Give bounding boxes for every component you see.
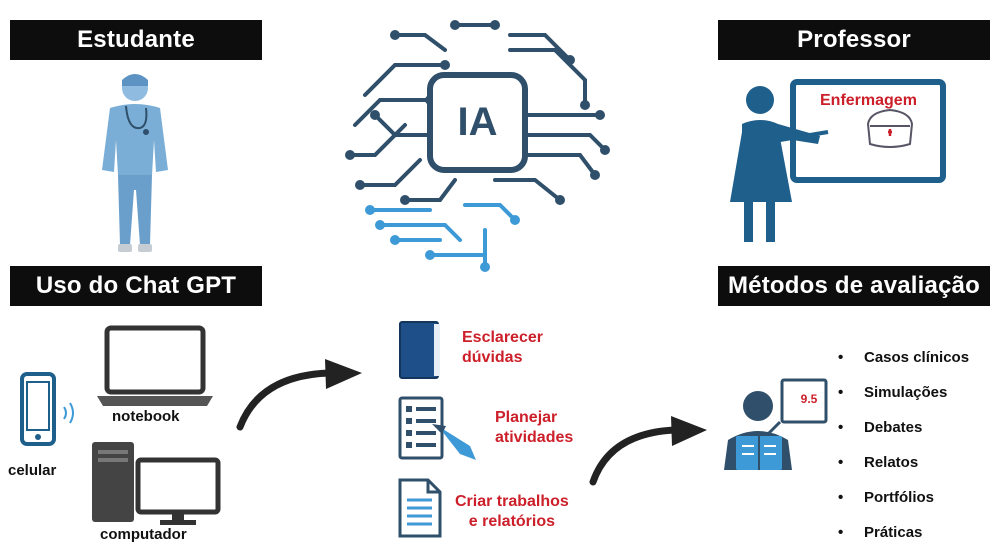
- method-label: Relatos: [864, 454, 919, 471]
- phone-label: celular: [8, 462, 57, 479]
- teacher-icon: [730, 79, 946, 242]
- header-evaluation-methods: Métodos de avaliação: [718, 266, 990, 306]
- arrow-right-icon: [236, 359, 362, 431]
- method-label: Debates: [864, 419, 923, 436]
- header-teacher: Professor: [718, 20, 990, 60]
- action-plan-activities: Planejar atividades: [495, 408, 573, 448]
- ai-chip-label: IA: [457, 100, 498, 144]
- ai-brain-icon: [345, 20, 610, 272]
- method-label: Portfólios: [864, 489, 934, 506]
- document-icon: [398, 478, 442, 538]
- arrow-right-icon: [589, 416, 707, 486]
- header-chatgpt-use: Uso do Chat GPT: [10, 266, 262, 306]
- notebook-icon: [97, 325, 213, 406]
- action-line: Planejar: [495, 409, 558, 426]
- list-item: •Práticas: [838, 524, 923, 541]
- list-item: •Portfólios: [838, 489, 934, 506]
- list-item: •Relatos: [838, 454, 919, 471]
- action-create-reports: Criar trabalhos e relatórios: [455, 492, 569, 532]
- action-line: Esclarecer: [462, 329, 543, 346]
- computer-icon: [92, 442, 221, 525]
- list-item: •Simulações: [838, 384, 948, 401]
- action-line: Criar trabalhos: [455, 493, 569, 510]
- list-item: •Debates: [838, 419, 923, 436]
- computer-label: computador: [100, 526, 187, 543]
- phone-icon: [20, 372, 74, 446]
- board-label: Enfermagem: [820, 92, 917, 109]
- list-item: •Casos clínicos: [838, 349, 970, 366]
- notebook-label: notebook: [112, 408, 180, 425]
- planning-icon: [398, 396, 476, 460]
- method-label: Práticas: [864, 524, 923, 541]
- book-icon: [399, 321, 440, 379]
- method-label: Casos clínicos: [864, 349, 970, 366]
- grade-value: 9.5: [800, 392, 818, 406]
- method-label: Simulações: [864, 384, 948, 401]
- header-student: Estudante: [10, 20, 262, 60]
- nurse-student-icon: [102, 74, 168, 252]
- action-line: dúvidas: [462, 349, 523, 366]
- action-line: atividades: [495, 429, 574, 446]
- action-line: e relatórios: [468, 513, 556, 530]
- student-evaluation-icon: [724, 378, 828, 470]
- action-clarify-doubts: Esclarecer dúvidas: [462, 328, 543, 368]
- evaluation-methods-list: •Casos clínicos •Simulações •Debates •Re…: [838, 340, 969, 550]
